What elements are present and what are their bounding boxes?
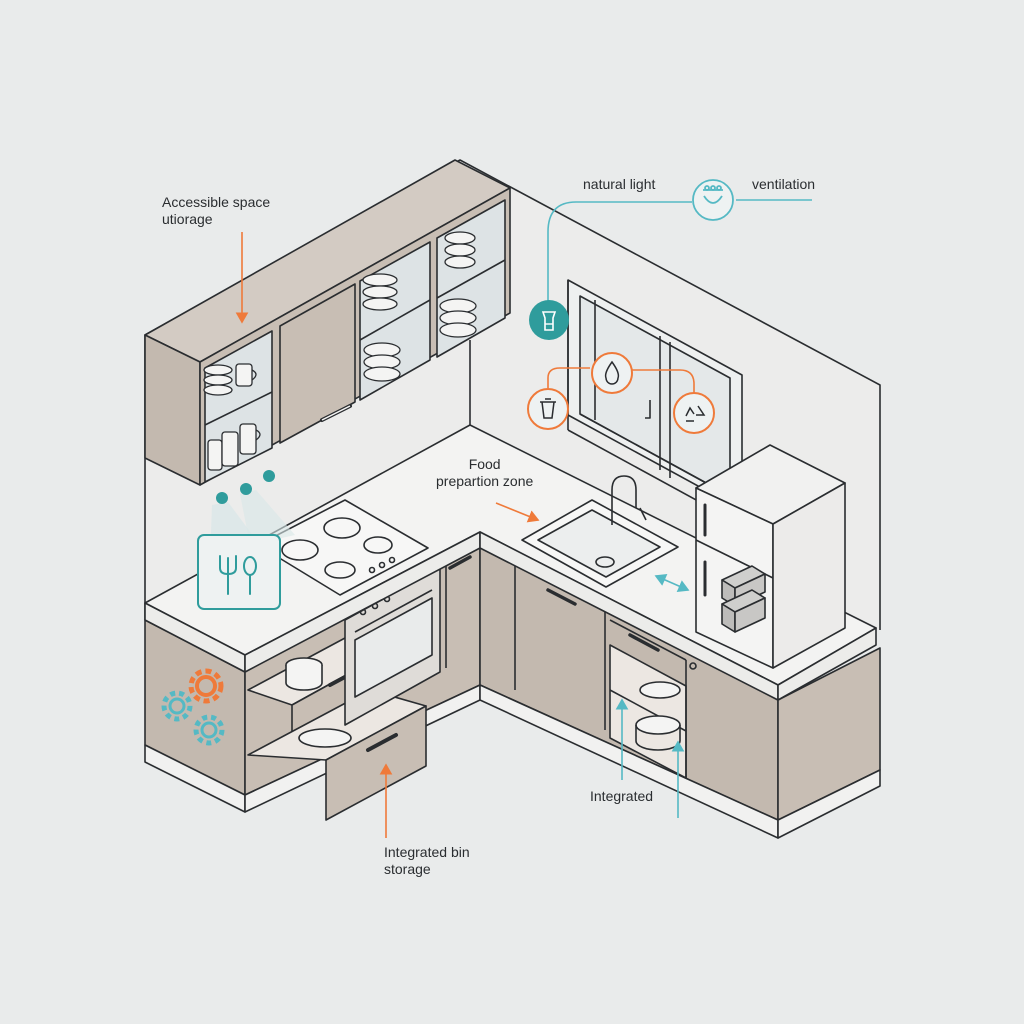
label-integrated-bin-storage: Integrated bin storage	[384, 844, 470, 877]
gear-icon	[161, 668, 225, 746]
utility-connector	[547, 367, 695, 394]
light-ventilation-connector	[547, 199, 812, 302]
sink	[521, 475, 679, 588]
cooktop	[257, 499, 429, 596]
fan-icon	[692, 179, 734, 221]
label-integrated: Integrated	[590, 788, 654, 804]
light-bulb-icon	[529, 300, 569, 340]
label-accessible-storage: Accessible space utiorage	[162, 194, 271, 227]
label-natural-light: natural light	[583, 176, 656, 192]
water-drop-icon	[591, 352, 633, 394]
right-base-cabinets	[479, 539, 881, 839]
label-food-prep-zone: Food prepartion zone	[436, 456, 534, 489]
label-ventilation: ventilation	[752, 176, 816, 192]
label-arrows	[235, 232, 690, 838]
window	[567, 279, 743, 526]
recycle-icon	[673, 392, 715, 434]
refrigerator	[695, 444, 846, 669]
upper-cabinets	[144, 159, 511, 486]
trash-bin-icon	[527, 388, 569, 430]
countertop	[144, 424, 877, 701]
utensils-icon	[197, 534, 281, 610]
